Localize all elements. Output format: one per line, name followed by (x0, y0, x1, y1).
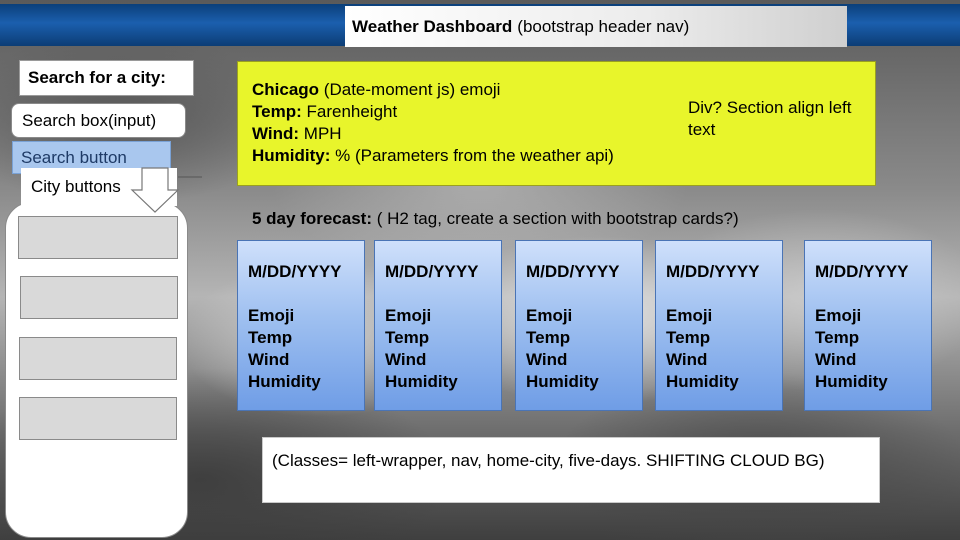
forecast-card-1: M/DD/YYYY Emoji Temp Wind Humidity (237, 240, 365, 411)
forecast-card-4: M/DD/YYYY Emoji Temp Wind Humidity (655, 240, 783, 411)
home-city-side-note: Div? Section align left text (688, 98, 852, 139)
header-title-note: (bootstrap header nav) (517, 16, 690, 36)
card-humidity: Humidity (666, 372, 739, 391)
card-date: M/DD/YYYY (526, 262, 620, 281)
header-title-bold: Weather Dashboard (352, 16, 513, 36)
card-date: M/DD/YYYY (248, 262, 342, 281)
card-date: M/DD/YYYY (385, 262, 479, 281)
down-arrow-icon (130, 167, 202, 213)
humidity-line: Humidity: % (Parameters from the weather… (252, 145, 622, 167)
forecast-heading-note: ( H2 tag, create a section with bootstra… (376, 209, 739, 228)
city-button-1[interactable] (18, 216, 178, 259)
home-city-section: Chicago (Date-moment js) emoji Temp: Far… (237, 61, 876, 186)
card-wind: Wind (248, 350, 290, 369)
home-city-details: Chicago (Date-moment js) emoji Temp: Far… (252, 79, 622, 167)
card-date: M/DD/YYYY (815, 262, 909, 281)
humidity-label: Humidity: (252, 146, 331, 165)
city-button-3[interactable] (19, 337, 177, 380)
card-emoji: Emoji (248, 306, 295, 325)
card-wind: Wind (526, 350, 568, 369)
forecast-heading: 5 day forecast: ( H2 tag, create a secti… (252, 209, 852, 229)
wind-line: Wind: MPH (252, 123, 622, 145)
city-line: Chicago (Date-moment js) emoji (252, 79, 622, 101)
wind-label: Wind: (252, 124, 300, 143)
temp-label: Temp: (252, 102, 302, 121)
card-wind: Wind (666, 350, 708, 369)
card-humidity: Humidity (248, 372, 321, 391)
city-button-4[interactable] (19, 397, 177, 440)
humidity-value: % (Parameters from the weather api) (335, 146, 614, 165)
forecast-card-2: M/DD/YYYY Emoji Temp Wind Humidity (374, 240, 502, 411)
card-date: M/DD/YYYY (666, 262, 760, 281)
wind-value: MPH (303, 124, 342, 143)
card-humidity: Humidity (526, 372, 599, 391)
classes-note: (Classes= left-wrapper, nav, home-city, … (262, 437, 880, 503)
card-humidity: Humidity (815, 372, 888, 391)
city-note: (Date-moment js) emoji (323, 80, 501, 99)
forecast-card-5: M/DD/YYYY Emoji Temp Wind Humidity (804, 240, 932, 411)
card-temp: Temp (526, 328, 571, 347)
card-emoji: Emoji (666, 306, 713, 325)
card-temp: Temp (666, 328, 711, 347)
search-label: Search for a city: (19, 60, 194, 96)
card-emoji: Emoji (815, 306, 862, 325)
city-button-2[interactable] (20, 276, 178, 319)
card-temp: Temp (248, 328, 293, 347)
card-emoji: Emoji (385, 306, 432, 325)
temp-line: Temp: Farenheight (252, 101, 622, 123)
card-temp: Temp (815, 328, 860, 347)
card-humidity: Humidity (385, 372, 458, 391)
card-emoji: Emoji (526, 306, 573, 325)
card-wind: Wind (385, 350, 427, 369)
search-input[interactable]: Search box(input) (11, 103, 186, 138)
header-title: Weather Dashboard (bootstrap header nav) (345, 6, 847, 47)
card-temp: Temp (385, 328, 430, 347)
temp-value: Farenheight (306, 102, 398, 121)
city-name: Chicago (252, 80, 320, 99)
card-wind: Wind (815, 350, 857, 369)
forecast-card-3: M/DD/YYYY Emoji Temp Wind Humidity (515, 240, 643, 411)
forecast-heading-bold: 5 day forecast: (252, 209, 372, 228)
